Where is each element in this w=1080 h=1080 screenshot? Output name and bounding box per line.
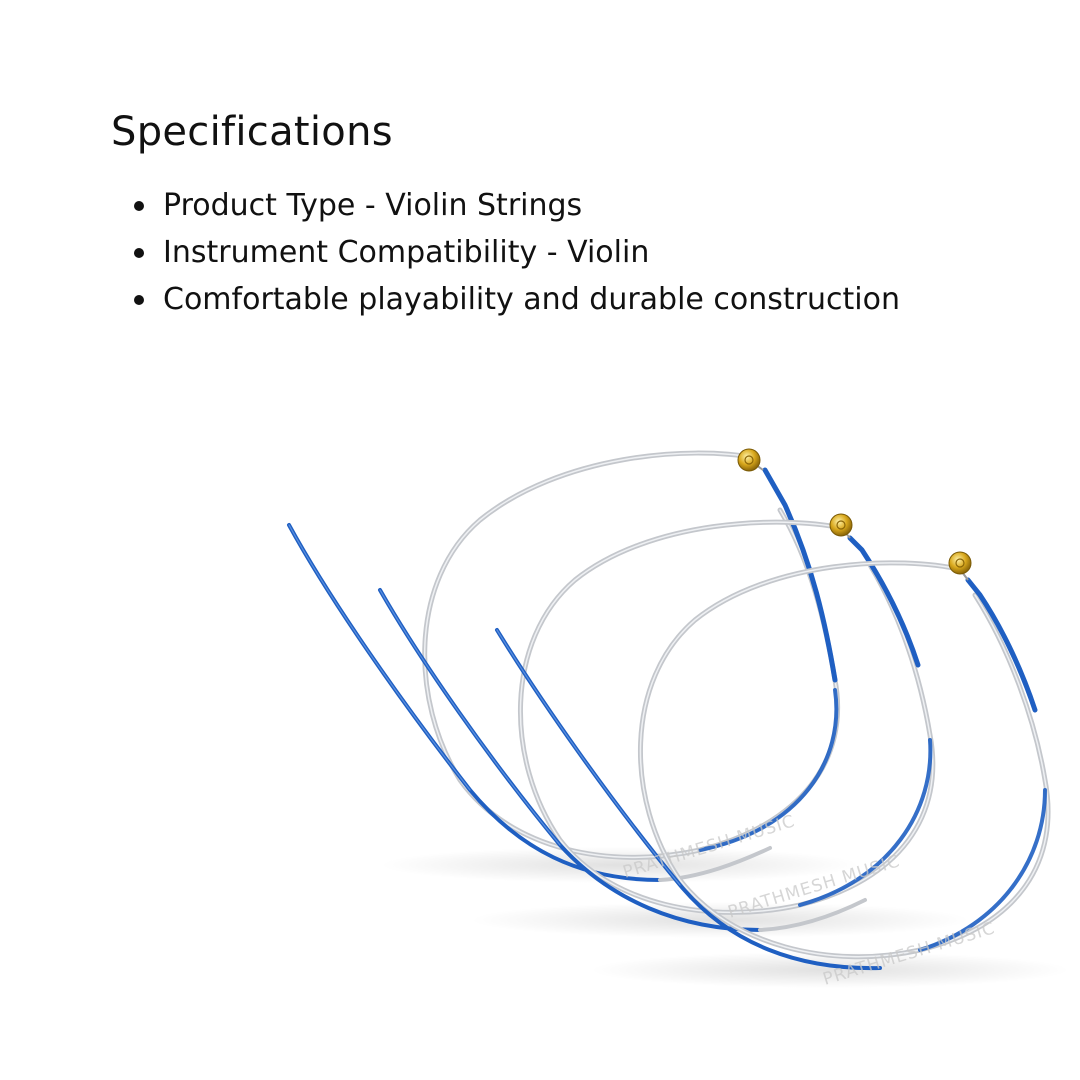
bullet-icon [134, 295, 144, 305]
spec-item: Product Type - Violin Strings [130, 182, 900, 229]
shadow [380, 847, 860, 883]
spec-text: Product Type - Violin Strings [163, 188, 583, 223]
specifications-list: Product Type - Violin Strings Instrument… [130, 182, 900, 323]
violin-strings-image: PRATHMESH MUSIC PRATHMESH MUSIC PRATHMES… [287, 448, 1070, 990]
ball-end-icon [829, 513, 853, 537]
spec-item: Comfortable playability and durable cons… [130, 276, 900, 323]
spec-text: Comfortable playability and durable cons… [163, 282, 900, 317]
section-title: Specifications [111, 109, 393, 155]
bullet-icon [134, 201, 144, 211]
shadow [590, 952, 1070, 988]
ball-end-icon [737, 448, 761, 472]
ball-end-icon [948, 551, 972, 575]
bullet-icon [134, 248, 144, 258]
spec-item: Instrument Compatibility - Violin [130, 229, 900, 276]
spec-text: Instrument Compatibility - Violin [163, 235, 650, 270]
violin-string [495, 551, 1051, 971]
violin-string [287, 448, 841, 882]
violin-string [378, 513, 936, 932]
